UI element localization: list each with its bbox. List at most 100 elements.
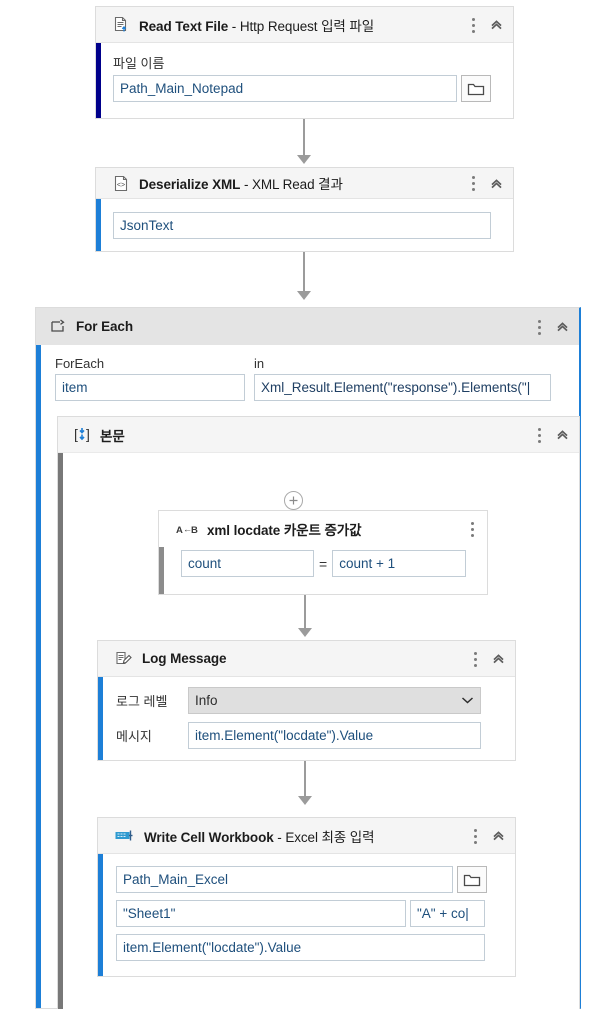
sequence-header-tools — [538, 417, 570, 452]
connector-line-2 — [303, 252, 305, 296]
json-text-input[interactable]: JsonText — [113, 212, 491, 239]
for-each-variable-group: ForEach item — [55, 356, 245, 401]
activity-card-log-message[interactable]: Log Message 로그 레벨 Info — [97, 640, 516, 761]
deserialize-xml-icon: <> — [113, 175, 130, 192]
message-row: 메시지 item.Element("locdate").Value — [116, 722, 503, 749]
for-each-in-input[interactable]: Xml_Result.Element("response").Elements(… — [254, 374, 551, 401]
assign-icon: A ← B — [176, 522, 200, 536]
cell-value-row: item.Element("locdate").Value — [116, 934, 503, 961]
log-level-value: Info — [195, 693, 218, 708]
message-label: 메시지 — [116, 729, 152, 744]
more-options-icon[interactable] — [538, 427, 542, 443]
more-options-icon[interactable] — [472, 17, 476, 33]
file-name-label: 파일 이름 — [113, 56, 165, 71]
log-level-row: 로그 레벨 Info — [116, 687, 503, 714]
svg-text:A: A — [176, 525, 183, 536]
more-options-icon[interactable] — [472, 175, 476, 191]
card-body: count = count + 1 — [159, 547, 487, 577]
assign-value-input[interactable]: count + 1 — [332, 550, 467, 577]
connector-line-4 — [304, 595, 306, 632]
collapse-chevron-icon[interactable] — [489, 176, 504, 191]
folder-icon — [463, 872, 481, 887]
activity-card-write-cell-workbook[interactable]: Write Cell Workbook - Excel 최종 입력 Path_M… — [97, 817, 516, 977]
card-header-tools — [474, 818, 506, 853]
card-title: xml locdate 카운트 증가값 — [207, 523, 362, 538]
sequence-accent-bar — [58, 417, 63, 1009]
message-input[interactable]: item.Element("locdate").Value — [188, 722, 481, 749]
card-header[interactable]: A ← B xml locdate 카운트 증가값 — [159, 511, 487, 547]
file-name-input[interactable]: Path_Main_Notepad — [113, 75, 457, 102]
card-title: Read Text File - Http Request 입력 파일 — [139, 15, 374, 35]
card-body: 로그 레벨 Info 메시지 item.Element("locdate").V… — [98, 677, 515, 749]
for-each-in-label: in — [254, 356, 265, 371]
card-title-main: Deserialize XML — [139, 177, 241, 192]
plus-icon — [289, 496, 298, 505]
collapse-chevron-icon[interactable] — [491, 651, 506, 666]
sequence-title: 본문 — [100, 428, 125, 444]
workbook-path-row: Path_Main_Excel — [116, 866, 503, 893]
activity-card-read-text-file[interactable]: Read Text File - Http Request 입력 파일 파일 이… — [95, 6, 514, 119]
cell-value-input[interactable]: item.Element("locdate").Value — [116, 934, 485, 961]
card-title: Deserialize XML - XML Read 결과 — [139, 173, 343, 193]
card-title-main: Read Text File — [139, 18, 229, 34]
connector-line-1 — [303, 119, 305, 159]
card-title-sub: Http Request 입력 파일 — [239, 18, 375, 34]
card-title: Log Message — [142, 651, 227, 666]
for-each-container[interactable]: For Each ForEach item in Xml_Result.Elem… — [35, 307, 581, 1009]
card-title-separator: - — [240, 177, 252, 192]
card-accent-bar — [96, 7, 101, 118]
activity-card-deserialize-xml[interactable]: <> Deserialize XML - XML Read 결과 JsonTex… — [95, 167, 514, 252]
activity-card-assign[interactable]: A ← B xml locdate 카운트 증가값 count = count … — [158, 510, 488, 595]
collapse-chevron-icon[interactable] — [555, 319, 570, 334]
card-title-separator: - — [228, 18, 240, 34]
sequence-body-container[interactable]: [ ] 본문 — [57, 416, 580, 1009]
file-name-row: Path_Main_Notepad — [113, 75, 500, 102]
workbook-path-input[interactable]: Path_Main_Excel — [116, 866, 453, 893]
connector-line-5 — [304, 761, 306, 799]
card-accent-bar — [159, 511, 164, 594]
card-title: Write Cell Workbook - Excel 최종 입력 — [144, 826, 375, 846]
chevron-down-icon — [461, 696, 474, 705]
sheet-cell-row: "Sheet1" "A" + co| — [116, 900, 503, 927]
card-header[interactable]: Write Cell Workbook - Excel 최종 입력 — [98, 818, 515, 854]
connector-arrow-4 — [298, 628, 312, 637]
card-header[interactable]: Log Message — [98, 641, 515, 677]
more-options-icon[interactable] — [471, 521, 475, 537]
connector-arrow-5 — [298, 796, 312, 805]
card-header-tools — [471, 511, 475, 547]
collapse-chevron-icon[interactable] — [489, 17, 504, 32]
more-options-icon[interactable] — [538, 319, 542, 335]
svg-text:<>: <> — [117, 182, 125, 189]
for-each-variable-label: ForEach — [55, 356, 105, 371]
card-header[interactable]: Read Text File - Http Request 입력 파일 — [96, 7, 513, 43]
cell-reference-input[interactable]: "A" + co| — [410, 900, 485, 927]
card-accent-bar — [96, 168, 101, 251]
for-each-header-tools — [538, 308, 570, 345]
collapse-chevron-icon[interactable] — [491, 828, 506, 843]
card-title-sub: Excel 최종 입력 — [285, 829, 375, 845]
card-body: JsonText — [96, 199, 513, 251]
log-level-select[interactable]: Info — [188, 687, 481, 714]
card-title-sub: XML Read 결과 — [252, 177, 343, 192]
for-each-fields: ForEach item in Xml_Result.Element("resp… — [36, 345, 579, 401]
card-title-separator: - — [273, 829, 286, 845]
browse-folder-button[interactable] — [461, 75, 491, 102]
sheet-name-input[interactable]: "Sheet1" — [116, 900, 406, 927]
more-options-icon[interactable] — [474, 828, 478, 844]
card-accent-bar — [98, 641, 103, 760]
for-each-variable-input[interactable]: item — [55, 374, 245, 401]
assign-target-input[interactable]: count — [181, 550, 314, 577]
browse-folder-button[interactable] — [457, 866, 487, 893]
add-activity-button[interactable] — [284, 491, 303, 510]
sequence-header[interactable]: [ ] 본문 — [58, 417, 579, 453]
read-text-file-icon — [113, 16, 130, 33]
for-each-header[interactable]: For Each — [36, 308, 579, 345]
folder-icon — [467, 81, 485, 96]
more-options-icon[interactable] — [474, 651, 478, 667]
for-each-icon — [50, 319, 67, 334]
write-cell-workbook-icon — [115, 829, 135, 842]
card-header[interactable]: <> Deserialize XML - XML Read 결과 — [96, 168, 513, 199]
sequence-icon: [ ] — [73, 426, 91, 443]
for-each-in-group: in Xml_Result.Element("response").Elemen… — [254, 356, 551, 401]
collapse-chevron-icon[interactable] — [555, 427, 570, 442]
